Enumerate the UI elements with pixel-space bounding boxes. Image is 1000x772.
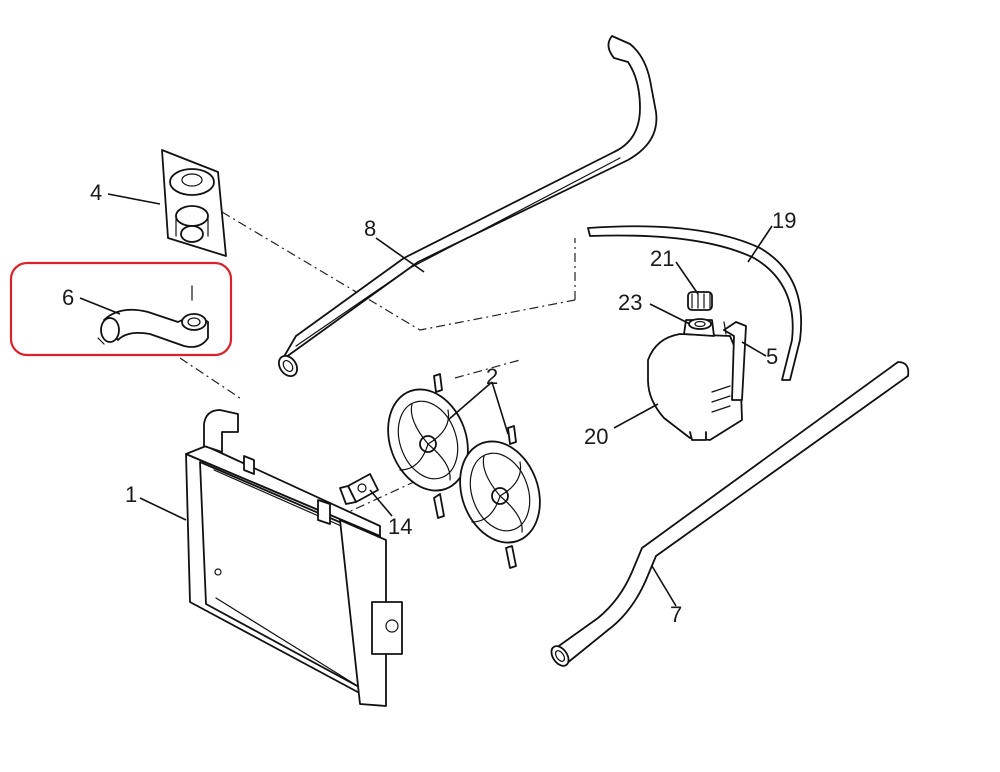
callout-20: 20 <box>584 424 608 449</box>
highlight-box <box>9 261 233 357</box>
part-1-radiator[interactable] <box>185 409 403 707</box>
part-19-overflow-hose[interactable] <box>587 225 802 381</box>
part-14-sensor[interactable] <box>339 473 379 505</box>
callout-7: 7 <box>670 602 682 627</box>
part-2-fan-right[interactable] <box>447 425 554 569</box>
callout-23: 23 <box>618 290 642 315</box>
part-7-lower-hose[interactable] <box>548 361 910 669</box>
callout-5: 5 <box>766 344 778 369</box>
callout-6: 6 <box>62 285 74 310</box>
part-21-cap[interactable] <box>687 291 713 311</box>
part-5-fitting[interactable] <box>723 321 747 401</box>
part-20-reservoir[interactable] <box>647 319 743 441</box>
callout-1: 1 <box>125 482 137 507</box>
leader-lines <box>79 193 773 607</box>
part-6-elbow-hose[interactable] <box>97 285 209 348</box>
part-8-upper-hose[interactable] <box>275 35 658 380</box>
callout-labels: 4 6 1 2 8 14 21 23 19 5 20 7 <box>62 180 796 627</box>
callout-21: 21 <box>650 246 674 271</box>
callout-14: 14 <box>388 514 412 539</box>
callout-19: 19 <box>772 208 796 233</box>
part-4-cap-assembly[interactable] <box>161 149 227 257</box>
callout-8: 8 <box>364 216 376 241</box>
part-23-washer[interactable] <box>688 318 712 330</box>
callout-4: 4 <box>90 180 102 205</box>
part-2-fan-left[interactable] <box>375 373 482 519</box>
callout-2: 2 <box>486 364 498 389</box>
